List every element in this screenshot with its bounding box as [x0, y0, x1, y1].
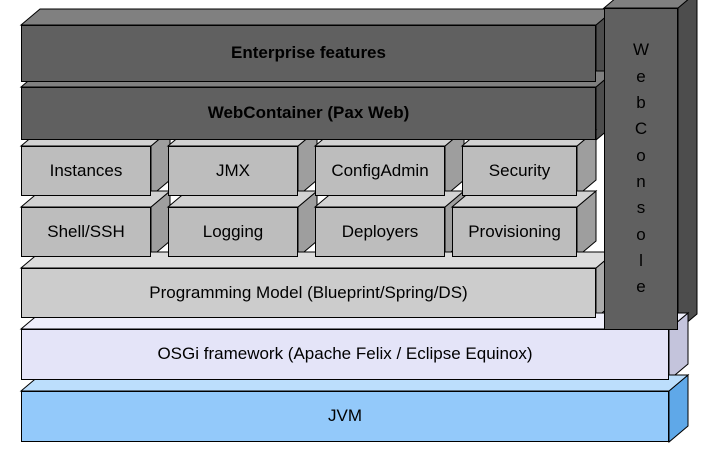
- jvm-label: JVM: [328, 406, 362, 426]
- block-webconsole[interactable]: W e b C o n s o l e: [602, 0, 698, 332]
- enterprise-front-face: Enterprise features: [21, 25, 596, 82]
- webconsole-letter-5: n: [636, 172, 646, 191]
- block-webcontainer[interactable]: WebContainer (Pax Web): [19, 69, 617, 142]
- block-instances[interactable]: Instances: [19, 128, 172, 198]
- block-programming-model[interactable]: Programming Model (Blueprint/Spring/DS): [19, 250, 617, 320]
- osgi-front-face: OSGi framework (Apache Felix / Eclipse E…: [21, 329, 669, 380]
- shell-ssh-label: Shell/SSH: [47, 221, 125, 241]
- configadmin-front-face: ConfigAdmin: [315, 146, 445, 196]
- block-deployers[interactable]: Deployers: [313, 189, 466, 259]
- webconsole-letter-8: l: [639, 251, 643, 271]
- programming-model-front-face: Programming Model (Blueprint/Spring/DS): [21, 268, 596, 318]
- jvm-front-face: JVM: [21, 391, 669, 442]
- webcontainer-front-face: WebContainer (Pax Web): [21, 87, 596, 140]
- osgi-label: OSGi framework (Apache Felix / Eclipse E…: [157, 344, 533, 364]
- webconsole-letter-4: o: [636, 145, 646, 165]
- webconsole-letter-3: C: [634, 119, 648, 139]
- enterprise-label: Enterprise features: [231, 43, 386, 63]
- deployers-label: Deployers: [341, 221, 419, 241]
- security-front-face: Security: [462, 146, 577, 196]
- jmx-front-face: JMX: [168, 146, 298, 196]
- logging-label: Logging: [202, 221, 264, 241]
- instances-label: Instances: [49, 160, 123, 180]
- block-shell-ssh[interactable]: Shell/SSH: [19, 189, 172, 259]
- block-jmx[interactable]: JMX: [166, 128, 319, 198]
- provisioning-front-face: Provisioning: [452, 207, 577, 257]
- block-provisioning[interactable]: Provisioning: [450, 189, 598, 259]
- webconsole-letter-7: o: [636, 224, 646, 244]
- shell-ssh-front-face: Shell/SSH: [21, 207, 151, 257]
- provisioning-label: Provisioning: [468, 221, 561, 241]
- block-osgi-framework[interactable]: OSGi framework (Apache Felix / Eclipse E…: [19, 311, 690, 382]
- block-enterprise-features[interactable]: Enterprise features: [19, 7, 617, 84]
- instances-front-face: Instances: [21, 146, 151, 196]
- programming-model-label: Programming Model (Blueprint/Spring/DS): [149, 282, 468, 302]
- block-logging[interactable]: Logging: [166, 189, 319, 259]
- block-jvm[interactable]: JVM: [19, 373, 690, 444]
- webconsole-letter-1: e: [636, 66, 646, 86]
- webconsole-front-face: W e b C o n s o l e: [604, 8, 678, 330]
- webconsole-letter-9: e: [636, 277, 646, 297]
- webconsole-letter-2: b: [636, 92, 646, 112]
- webcontainer-label: WebContainer (Pax Web): [207, 103, 410, 123]
- webconsole-letter-6: s: [636, 198, 646, 218]
- jmx-label: JMX: [216, 160, 250, 180]
- deployers-front-face: Deployers: [315, 207, 445, 257]
- webconsole-side-face: [604, 0, 698, 332]
- block-security[interactable]: Security: [460, 128, 598, 198]
- configadmin-label: ConfigAdmin: [331, 160, 429, 180]
- webconsole-letter-0: W: [632, 40, 650, 60]
- webconsole-label: W e b C o n s o l e: [633, 37, 649, 300]
- block-configadmin[interactable]: ConfigAdmin: [313, 128, 466, 198]
- security-label: Security: [488, 160, 551, 180]
- logging-front-face: Logging: [168, 207, 298, 257]
